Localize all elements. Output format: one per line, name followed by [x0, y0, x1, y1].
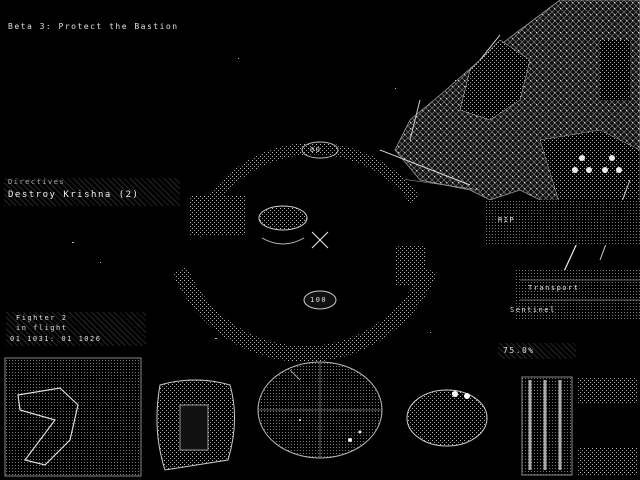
- directive-item: Destroy Krishna (2): [8, 190, 140, 200]
- speed-readout: 100: [310, 296, 328, 304]
- readout-box: 75.0%: [498, 343, 576, 359]
- right-line-1: RIP: [498, 216, 516, 224]
- right-line-2: Transport: [528, 284, 580, 292]
- mission-objective-title: Beta 3: Protect the Bastion: [8, 22, 179, 31]
- target-status: in flight: [16, 324, 68, 332]
- target-name: Fighter 2: [16, 314, 68, 322]
- starfield: [72, 58, 456, 339]
- target-info: 01 1031: 01 1026: [10, 335, 102, 343]
- capital-ship: [379, 0, 640, 281]
- hud-top-marker: 00: [310, 146, 322, 154]
- reticle: [172, 141, 438, 363]
- readout-value: 75.0%: [503, 346, 535, 355]
- directives-panel: Directives Destroy Krishna (2): [4, 178, 180, 206]
- right-line-3: Sentinel: [510, 306, 556, 314]
- target-panel: Fighter 2 in flight 01 1031: 01 1026: [6, 312, 146, 346]
- directives-header: Directives: [8, 178, 66, 186]
- bottom-cockpit: [4, 357, 638, 477]
